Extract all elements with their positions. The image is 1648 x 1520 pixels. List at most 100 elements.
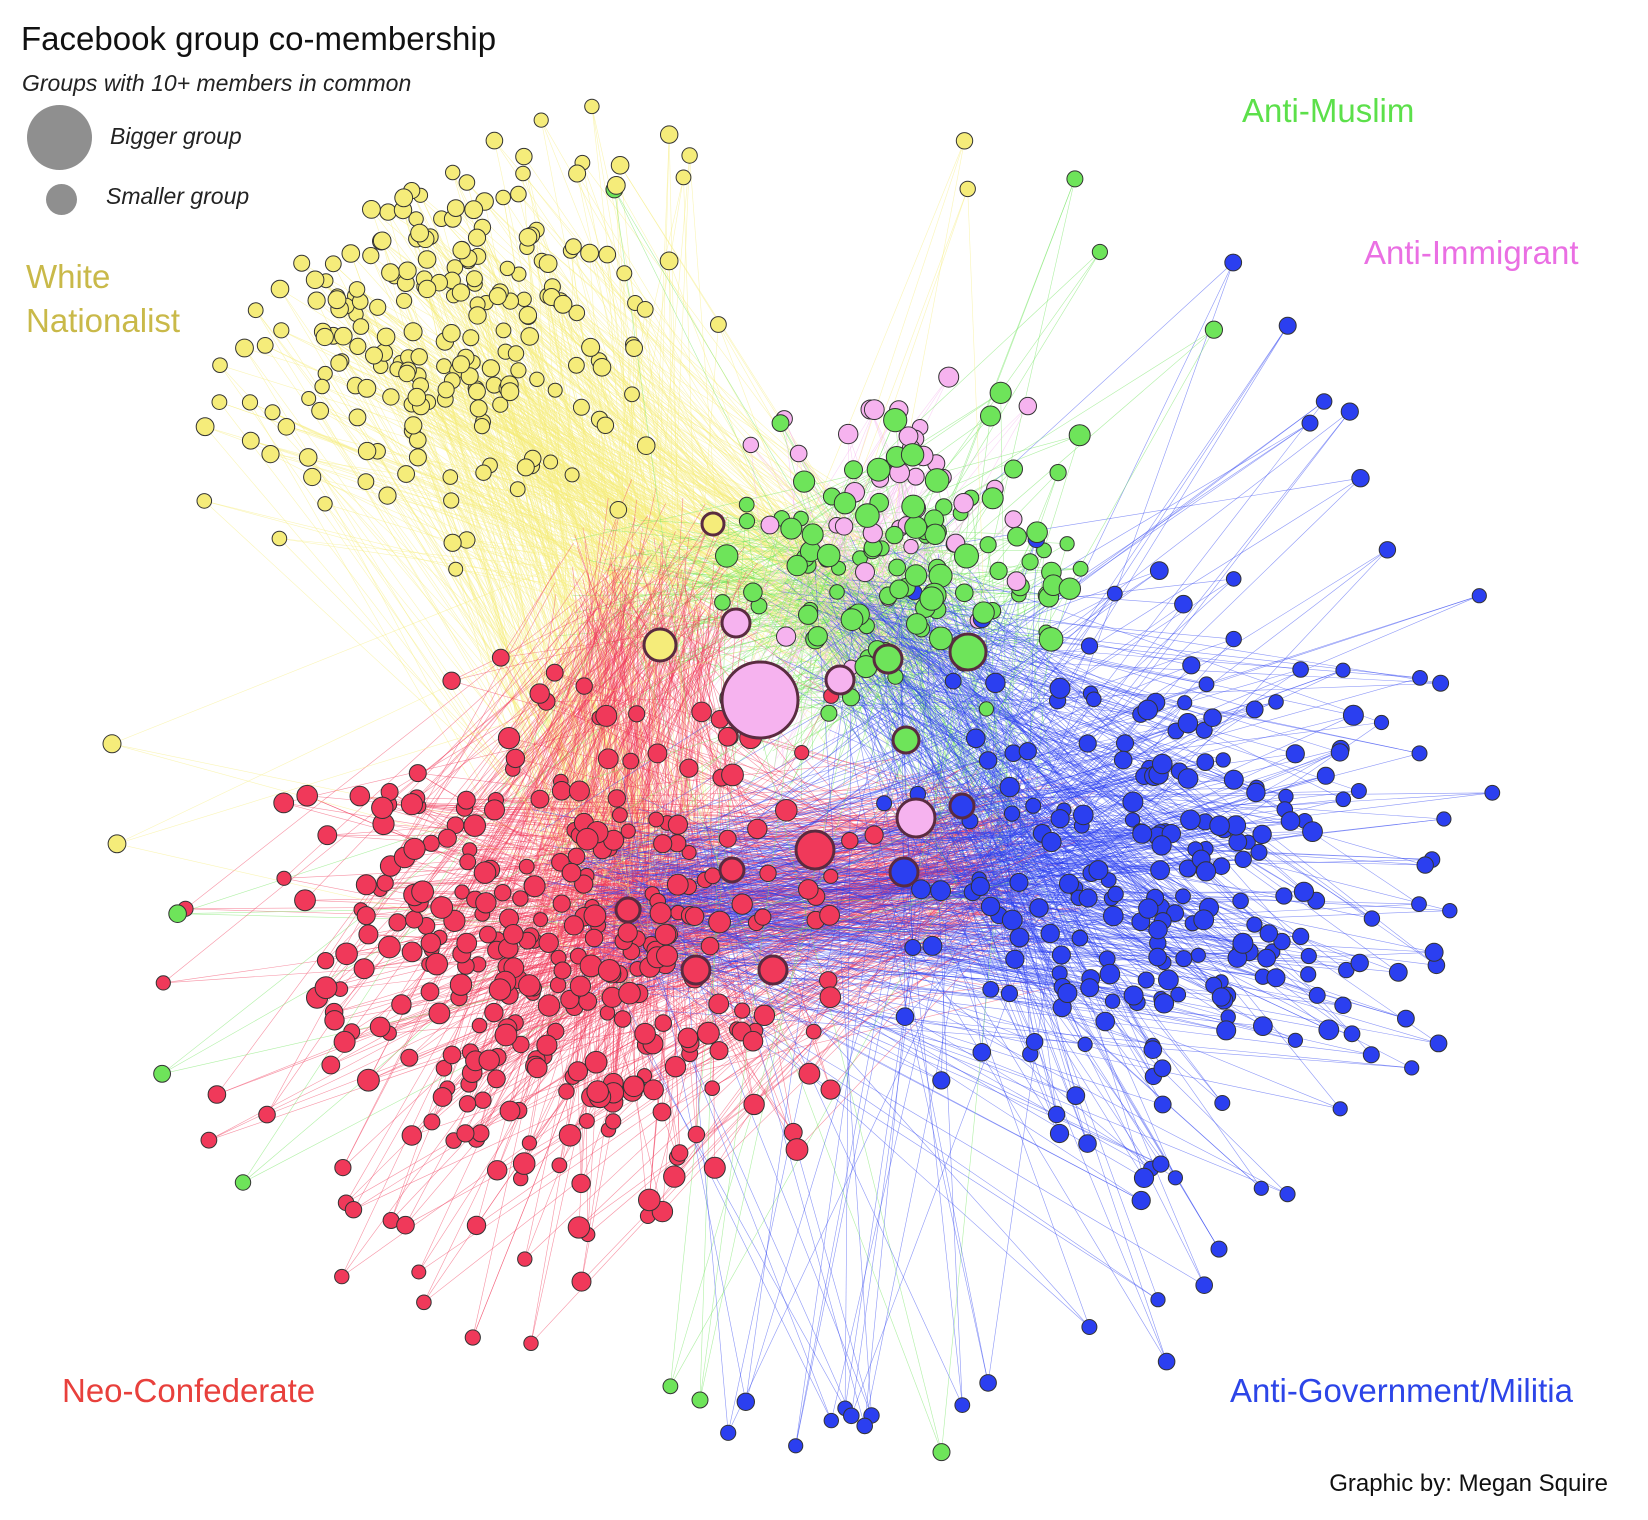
group-node-neo-confederate (471, 1124, 490, 1143)
group-node-white-nationalist (445, 164, 461, 181)
network-edge (529, 863, 668, 1144)
network-edge (591, 106, 667, 566)
group-node-white-nationalist (442, 469, 459, 485)
group-node-white-nationalist (624, 386, 640, 403)
group-node-white-nationalist (404, 416, 423, 435)
group-node-anti-government (1153, 1059, 1172, 1078)
network-edge (116, 624, 825, 845)
group-node-anti-government (888, 856, 920, 888)
network-edge (574, 862, 906, 1017)
network-edge (638, 609, 696, 994)
group-node-neo-confederate (569, 975, 592, 997)
group-node-white-nationalist (365, 346, 383, 365)
group-node-anti-government (1293, 881, 1315, 902)
group-node-anti-government (1124, 812, 1141, 828)
network-edge (796, 892, 1039, 1150)
group-node-white-nationalist (681, 147, 698, 164)
group-node-anti-government (1178, 859, 1197, 878)
group-node-white-nationalist (572, 398, 590, 416)
network-edge (680, 956, 1076, 1096)
group-node-neo-confederate (420, 932, 441, 954)
group-node-anti-government (1211, 987, 1231, 1007)
group-node-anti-muslim (919, 586, 944, 611)
network-edge (881, 592, 915, 644)
network-edge (810, 262, 1234, 651)
network-edge (684, 422, 1311, 843)
group-node-anti-government (1292, 661, 1309, 678)
group-node-neo-confederate (734, 1002, 751, 1019)
network-edge (494, 800, 1035, 811)
network-edge (1019, 748, 1341, 829)
page-subtitle: Groups with 10+ members in common (22, 70, 412, 96)
group-node-white-nationalist (499, 260, 516, 277)
group-node-neo-confederate (273, 792, 295, 814)
group-node-anti-government (1182, 656, 1201, 675)
group-node-anti-muslim (1038, 627, 1064, 652)
network-edge (925, 622, 1193, 924)
group-node-neo-confederate (718, 829, 737, 848)
group-node-neo-confederate (484, 1002, 504, 1023)
group-node-anti-muslim (955, 583, 974, 603)
network-edge (1005, 819, 1133, 826)
group-node-white-nationalist (481, 359, 500, 378)
group-node-anti-government (1009, 872, 1029, 892)
group-node-neo-confederate (684, 906, 705, 926)
network-edge (355, 385, 640, 583)
group-node-anti-government (972, 1043, 992, 1062)
network-edge (379, 667, 607, 1028)
network-edge (689, 155, 721, 577)
group-node-neo-confederate (408, 764, 427, 783)
group-node-white-nationalist (212, 357, 228, 374)
network-edge (670, 155, 690, 607)
group-node-neo-confederate (512, 1035, 530, 1054)
group-node-neo-confederate (704, 867, 722, 885)
network-edge (701, 580, 740, 712)
group-node-neo-confederate (805, 1023, 822, 1040)
network-edge (876, 480, 938, 645)
network-edge (836, 525, 860, 613)
network-edge (890, 596, 1010, 994)
network-edge (579, 852, 614, 1103)
network-edge (943, 733, 1191, 821)
group-node-anti-muslim (866, 457, 891, 482)
group-node-neo-confederate (708, 910, 731, 934)
group-node-anti-government (1363, 910, 1381, 927)
group-node-white-nationalist (408, 448, 427, 467)
group-node-white-nationalist (235, 338, 254, 358)
group-node-neo-confederate (423, 1113, 441, 1131)
group-node-anti-government (1123, 985, 1144, 1006)
network-edge (929, 647, 1242, 954)
network-edge (272, 412, 644, 579)
group-node-neo-confederate (717, 727, 738, 747)
group-node-neo-confederate (704, 1080, 721, 1096)
group-node-neo-confederate (396, 1215, 415, 1235)
network-edge (832, 639, 980, 880)
network-edge (688, 738, 976, 842)
group-node-anti-government (1050, 809, 1070, 829)
group-node-neo-confederate (663, 1165, 686, 1188)
network-edge (518, 370, 605, 614)
group-node-white-nationalist (241, 394, 259, 411)
group-node-neo-confederate (664, 1056, 687, 1078)
network-edge (416, 613, 594, 799)
network-edge (420, 405, 635, 633)
network-edge (906, 597, 1437, 966)
network-edge (617, 919, 1288, 1195)
network-edge (593, 958, 1372, 1056)
group-node-anti-muslim (978, 701, 995, 717)
group-node-white-nationalist (616, 265, 633, 282)
group-node-white-nationalist (659, 251, 679, 271)
group-node-neo-confederate (324, 1010, 345, 1031)
network-edge (619, 820, 1207, 872)
network-edge (639, 939, 852, 1416)
group-node-anti-government (1148, 947, 1167, 967)
network-edge (511, 852, 625, 940)
group-node-anti-government (1153, 1095, 1172, 1114)
group-node-white-nationalist (516, 291, 532, 307)
network-edge (341, 812, 996, 1277)
group-node-anti-government (982, 981, 1000, 998)
network-edge (610, 682, 653, 894)
group-node-neo-confederate (494, 884, 512, 902)
group-node-anti-muslim (901, 494, 926, 519)
network-edge (500, 543, 574, 658)
